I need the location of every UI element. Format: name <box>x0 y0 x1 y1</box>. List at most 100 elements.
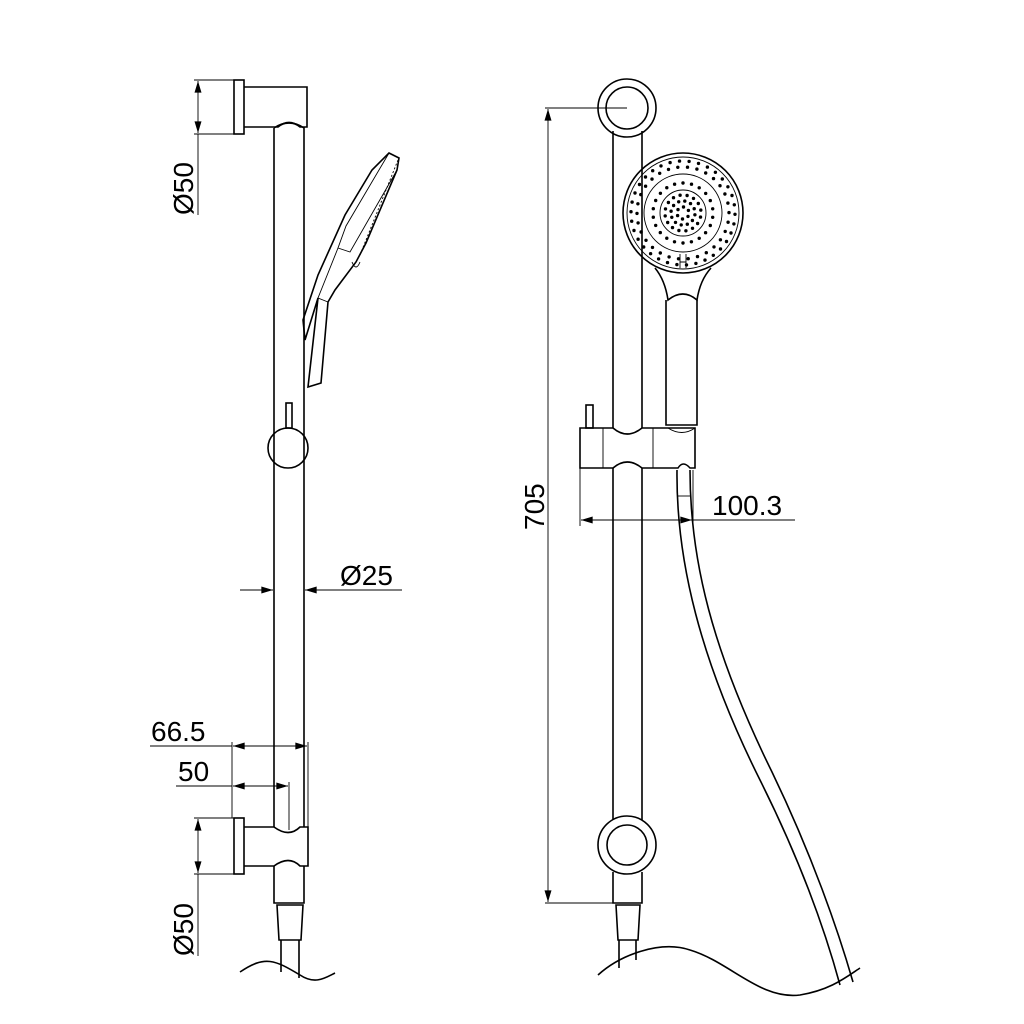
spray-nozzle <box>648 252 653 256</box>
spray-nozzle <box>668 160 672 165</box>
front-hose-stub <box>618 940 637 968</box>
spray-nozzle <box>684 263 689 267</box>
spray-nozzle <box>729 231 733 235</box>
dim-label-rail-diameter: Ø25 <box>340 560 393 591</box>
spray-nozzle <box>672 182 677 186</box>
spray-nozzle <box>651 215 655 219</box>
spray-nozzle <box>643 175 648 179</box>
top-wall-plate <box>233 79 245 135</box>
spray-nozzle <box>730 193 734 198</box>
spray-nozzle <box>636 202 640 206</box>
dim-handset-projection: 100.3 <box>579 468 795 526</box>
dim-bracket-spacing: 705 <box>519 107 627 904</box>
spray-nozzle <box>676 165 680 169</box>
spray-nozzle <box>650 177 654 181</box>
spray-nozzle <box>658 251 662 255</box>
spray-nozzle <box>636 237 640 241</box>
spray-nozzle <box>691 196 696 201</box>
spray-nozzle <box>698 215 703 219</box>
spray-nozzle <box>718 238 723 242</box>
spray-nozzle <box>665 260 670 265</box>
spray-nozzle <box>658 171 662 175</box>
spray-nozzle <box>654 198 658 203</box>
spray-nozzle <box>733 212 737 216</box>
spray-nozzle <box>675 213 680 218</box>
front-bottom-bracket-inner <box>606 824 648 866</box>
spray-nozzle <box>666 220 670 225</box>
dim-projection-inner: 50 <box>176 756 290 830</box>
spray-nozzle <box>695 221 700 226</box>
bottom-wall-plate <box>233 817 245 875</box>
spray-nozzle <box>671 196 676 200</box>
front-slider-block <box>579 427 696 469</box>
spray-nozzle <box>690 218 695 223</box>
top-bracket-arm <box>244 86 308 128</box>
spray-nozzle <box>688 201 693 206</box>
spray-nozzle <box>681 205 686 209</box>
spray-nozzle <box>704 251 708 255</box>
spray-nozzle <box>677 228 681 233</box>
dim-top-bracket: Ø50 <box>168 79 234 215</box>
spray-nozzle <box>695 254 700 259</box>
dim-label-projection-outer: 66.5 <box>151 716 206 747</box>
spray-nozzle <box>686 257 690 261</box>
spray-nozzle <box>629 210 633 214</box>
spray-nozzle <box>635 211 639 216</box>
front-hose-nut <box>615 904 641 941</box>
spray-nozzle <box>679 223 683 227</box>
spray-nozzle <box>665 186 669 190</box>
spray-nozzle <box>677 200 681 204</box>
front-hose-right <box>689 469 854 983</box>
spray-nozzle <box>637 182 642 187</box>
side-rail <box>273 122 305 827</box>
front-hose-left <box>676 469 841 986</box>
spray-nozzle <box>666 167 671 172</box>
dim-rail-diameter: Ø25 <box>240 560 402 594</box>
spray-nozzle <box>651 207 655 211</box>
spray-nozzle <box>669 209 673 213</box>
side-slider-pin <box>285 402 293 429</box>
spray-nozzle <box>703 231 708 235</box>
dim-label-bottom-bracket-diameter: Ø50 <box>168 903 199 956</box>
spray-nozzle <box>723 229 727 234</box>
spray-nozzle <box>694 261 698 266</box>
spray-nozzle <box>705 165 710 169</box>
spray-nozzle <box>683 199 687 203</box>
spray-nozzle <box>718 247 723 251</box>
spray-nozzle <box>678 193 682 197</box>
spray-nozzle <box>659 164 663 168</box>
spray-nozzle <box>666 200 671 205</box>
spray-nozzle <box>630 200 634 204</box>
spray-nozzle <box>685 165 690 169</box>
spray-nozzle <box>658 191 663 195</box>
spray-nozzle <box>711 207 715 211</box>
spray-nozzle <box>681 181 685 185</box>
spray-nozzle <box>672 240 677 244</box>
spray-nozzle <box>644 238 648 242</box>
spray-nozzle <box>699 208 703 212</box>
dim-label-projection-inner: 50 <box>178 756 209 787</box>
side-view: Ø50 Ø25 66.5 50 Ø50 <box>150 79 402 981</box>
side-hose-nut <box>276 904 304 941</box>
spray-nozzle <box>697 186 701 190</box>
dim-projection-outer: 66.5 <box>150 716 309 827</box>
spray-nozzle <box>663 214 667 218</box>
spray-nozzle <box>684 229 688 233</box>
spray-nozzle <box>695 167 699 171</box>
spray-nozzle <box>670 215 674 219</box>
spray-nozzle <box>711 253 715 257</box>
spray-nozzle <box>681 241 685 245</box>
front-view: 705 100.3 <box>519 78 861 997</box>
spray-nozzle <box>636 221 640 225</box>
spray-nozzle <box>704 171 708 175</box>
spray-nozzle <box>676 257 681 261</box>
spray-nozzle <box>677 159 682 163</box>
spray-nozzle <box>665 236 669 240</box>
front-rail <box>612 131 643 820</box>
spray-nozzle <box>689 240 694 244</box>
spray-nozzle <box>726 201 730 205</box>
front-shower-head <box>622 152 744 426</box>
spray-nozzle <box>676 207 680 212</box>
spray-nozzle <box>690 226 695 230</box>
spray-nozzle <box>639 230 643 234</box>
